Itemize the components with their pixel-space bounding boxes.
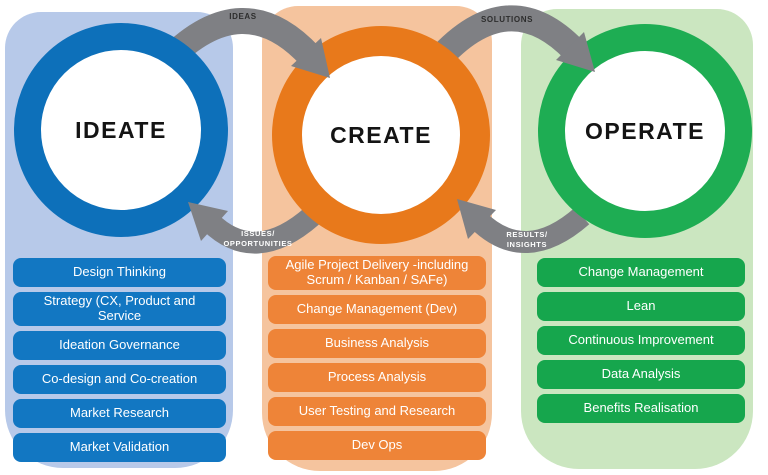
stage-circle-operate: OPERATE (538, 24, 752, 238)
capability-item: Dev Ops (268, 430, 486, 460)
arrow-label-line: INSIGHTS (506, 239, 548, 249)
stage-title-operate: OPERATE (585, 117, 705, 144)
capability-item: Continuous Improvement (537, 326, 745, 355)
capability-item: Market Research (13, 398, 226, 428)
stage-title-ideate: IDEATE (75, 116, 167, 143)
arrow-label-issues-opportunities: ISSUES/ OPPORTUNITIES (203, 229, 313, 249)
stage-title-create: CREATE (330, 121, 432, 148)
column-ideate: IDEATE Design Thinking Strategy (CX, Pro… (5, 12, 233, 468)
capability-item: Design Thinking (13, 258, 226, 287)
capability-item: User Testing and Research (268, 396, 486, 426)
capability-item: Strategy (CX, Product and Service (13, 292, 226, 326)
capability-item: Benefits Realisation (537, 394, 745, 423)
capability-item: Data Analysis (537, 360, 745, 389)
arrow-label-line: ISSUES/ (241, 229, 275, 238)
capability-list-operate: Change Management Lean Continuous Improv… (537, 258, 745, 423)
capability-item: Co-design and Co-creation (13, 364, 226, 394)
arrow-label-solutions: SOLUTIONS (480, 15, 534, 24)
capability-list-create: Agile Project Delivery -including Scrum … (268, 256, 486, 460)
capability-item: Lean (537, 292, 745, 321)
capability-item: Business Analysis (268, 328, 486, 358)
capability-item: Change Management (537, 258, 745, 287)
arrow-label-line: RESULTS/ (506, 230, 548, 239)
capability-item: Change Management (Dev) (268, 294, 486, 324)
arrow-label-ideas: IDEAS (229, 12, 257, 21)
capability-item: Ideation Governance (13, 330, 226, 360)
capability-item: Market Validation (13, 432, 226, 462)
stage-circle-create: CREATE (272, 26, 490, 244)
stage-circle-ideate: IDEATE (14, 23, 228, 237)
arrow-label-results-insights: RESULTS/ INSIGHTS (477, 230, 577, 250)
capability-list-ideate: Design Thinking Strategy (CX, Product an… (13, 258, 226, 462)
capability-item: Agile Project Delivery -including Scrum … (268, 256, 486, 290)
arrow-label-line: OPPORTUNITIES (223, 238, 293, 248)
capability-item: Process Analysis (268, 362, 486, 392)
